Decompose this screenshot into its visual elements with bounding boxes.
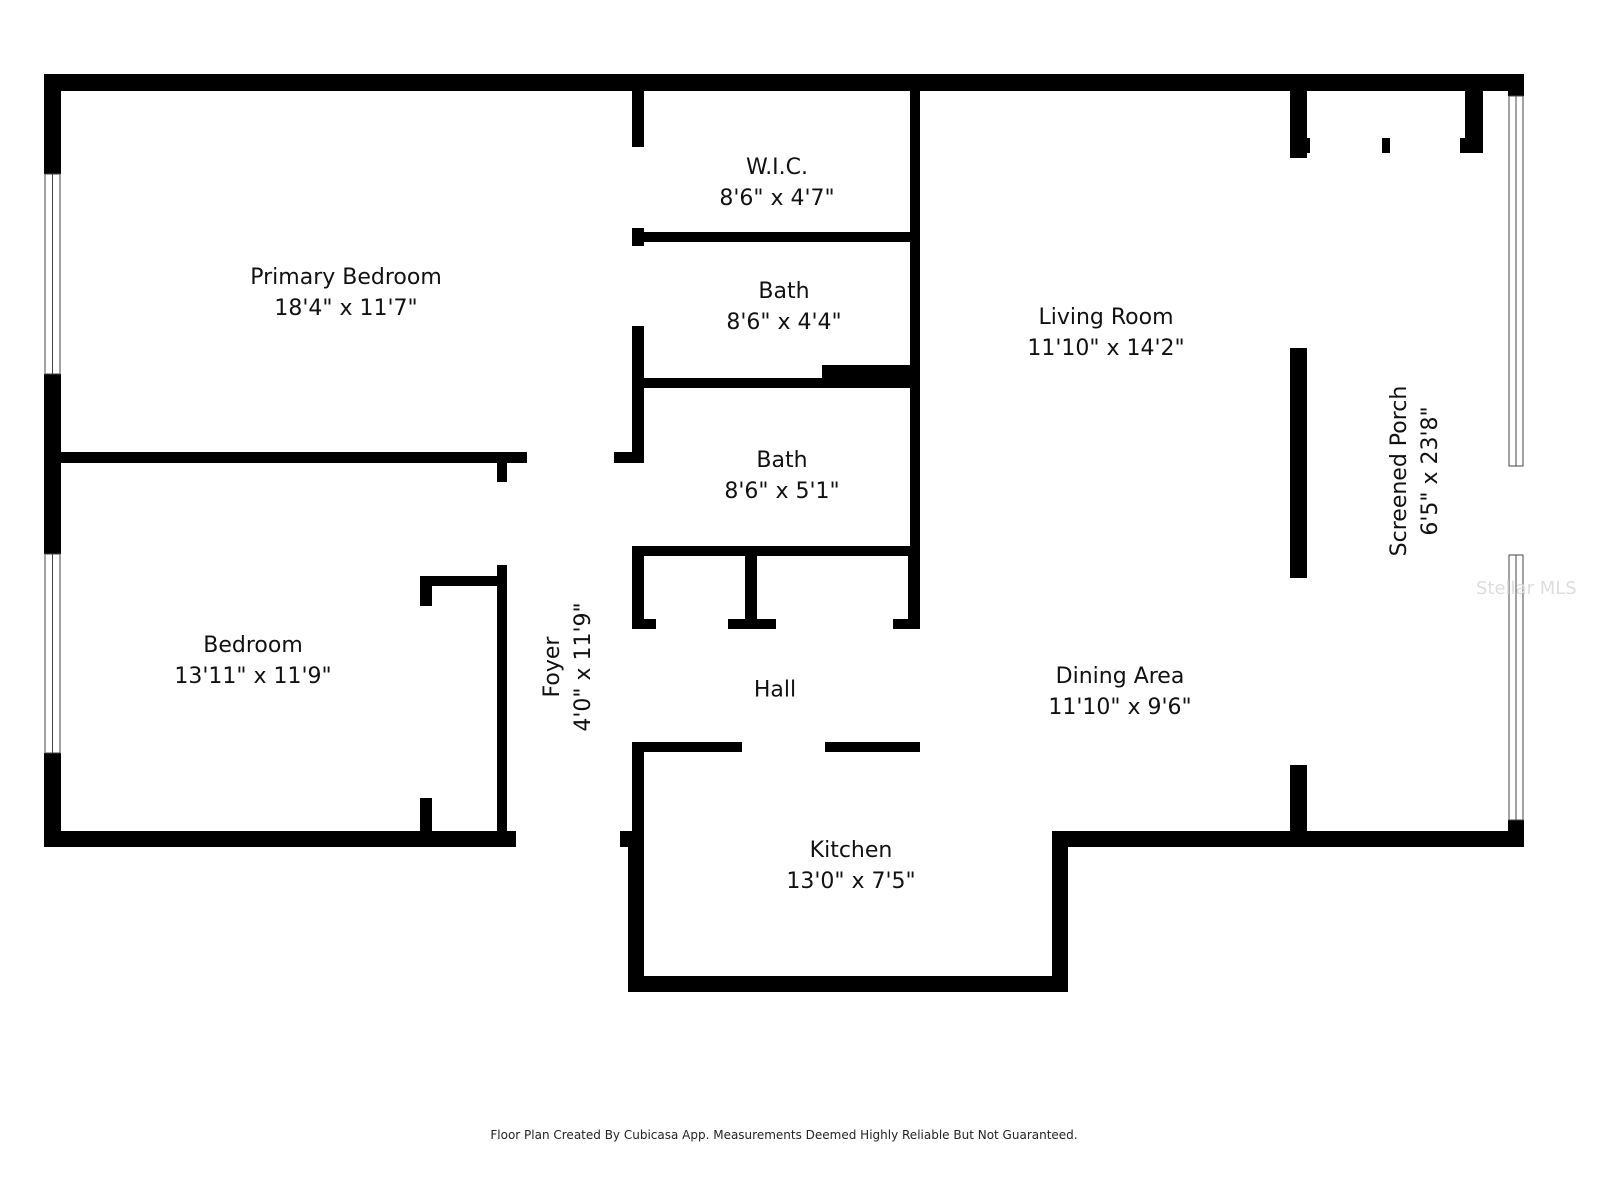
wall [632,742,742,752]
wall [632,378,920,388]
wall [44,374,61,554]
wall [632,232,920,242]
wall [1290,348,1307,578]
wall [1508,74,1524,96]
wall [893,619,920,629]
room-name: Hall [753,677,797,703]
room-primary-bedroom: Primary Bedroom 18'4" x 11'7" [250,262,442,324]
wall [632,619,656,629]
room-size: 13'0" x 7'5" [786,869,916,894]
room-name: Dining Area [1055,664,1185,689]
room-size: 8'6" x 5'1" [724,479,840,504]
room-kitchen: Kitchen 13'0" x 7'5" [786,835,915,897]
wall [497,452,507,482]
room-hall: Hall [754,675,796,706]
room-name: Living Room [1038,305,1174,330]
wall [728,619,776,629]
wall [420,798,432,833]
wall [1465,91,1483,143]
wall [61,452,527,463]
wall [44,831,516,847]
room-dining-area: Dining Area 11'10" x 9'6" [1048,661,1191,723]
room-size: 4'0" x 11'9" [571,602,596,732]
room-size: 11'10" x 14'2" [1027,336,1185,361]
room-wic: W.I.C. 8'6" x 4'7" [719,152,834,214]
room-name: W.I.C. [745,155,809,180]
wall [632,91,644,147]
room-name: Foyer [540,636,565,698]
wall [1052,831,1524,847]
wall [44,753,61,847]
wall [1382,138,1390,153]
room-size: 6'5" x 23'8" [1418,406,1443,536]
room-size: 11'10" x 9'6" [1048,695,1192,720]
room-size: 18'4" x 11'7" [274,296,418,321]
wall [44,74,61,174]
wall [1052,831,1068,991]
wall [1302,138,1310,153]
room-living-room: Living Room 11'10" x 14'2" [1027,302,1184,364]
wall [825,742,920,752]
wall [614,452,644,463]
footer-disclaimer: Floor Plan Created By Cubicasa App. Meas… [490,1128,1078,1142]
wall [632,326,644,456]
room-name: Screened Porch [1387,385,1412,557]
watermark: Stellar MLS [1476,578,1577,599]
wall [632,742,644,842]
wall [1290,765,1307,847]
wall [497,565,507,835]
room-bath-1: Bath 8'6" x 4'4" [726,276,841,338]
wall [1460,138,1483,153]
wall [745,556,757,629]
wall [910,91,920,629]
wall [822,365,920,387]
room-name: Bath [758,279,810,304]
wall [420,576,432,606]
wall [44,74,1524,91]
wall [1508,820,1524,847]
room-size: 13'11" x 11'9" [174,664,332,689]
room-size: 8'6" x 4'4" [726,310,842,335]
room-name: Bedroom [203,633,303,658]
room-name: Kitchen [809,838,893,863]
wall [632,546,920,556]
room-bedroom: Bedroom 13'11" x 11'9" [174,630,331,692]
room-name: Bath [756,448,808,473]
room-bath-2: Bath 8'6" x 5'1" [724,445,839,507]
room-size: 8'6" x 4'7" [719,186,835,211]
wall [908,556,920,629]
wall [628,976,1068,992]
wall [628,831,644,991]
room-name: Primary Bedroom [250,265,442,290]
wall [420,576,502,586]
wall [632,556,644,629]
